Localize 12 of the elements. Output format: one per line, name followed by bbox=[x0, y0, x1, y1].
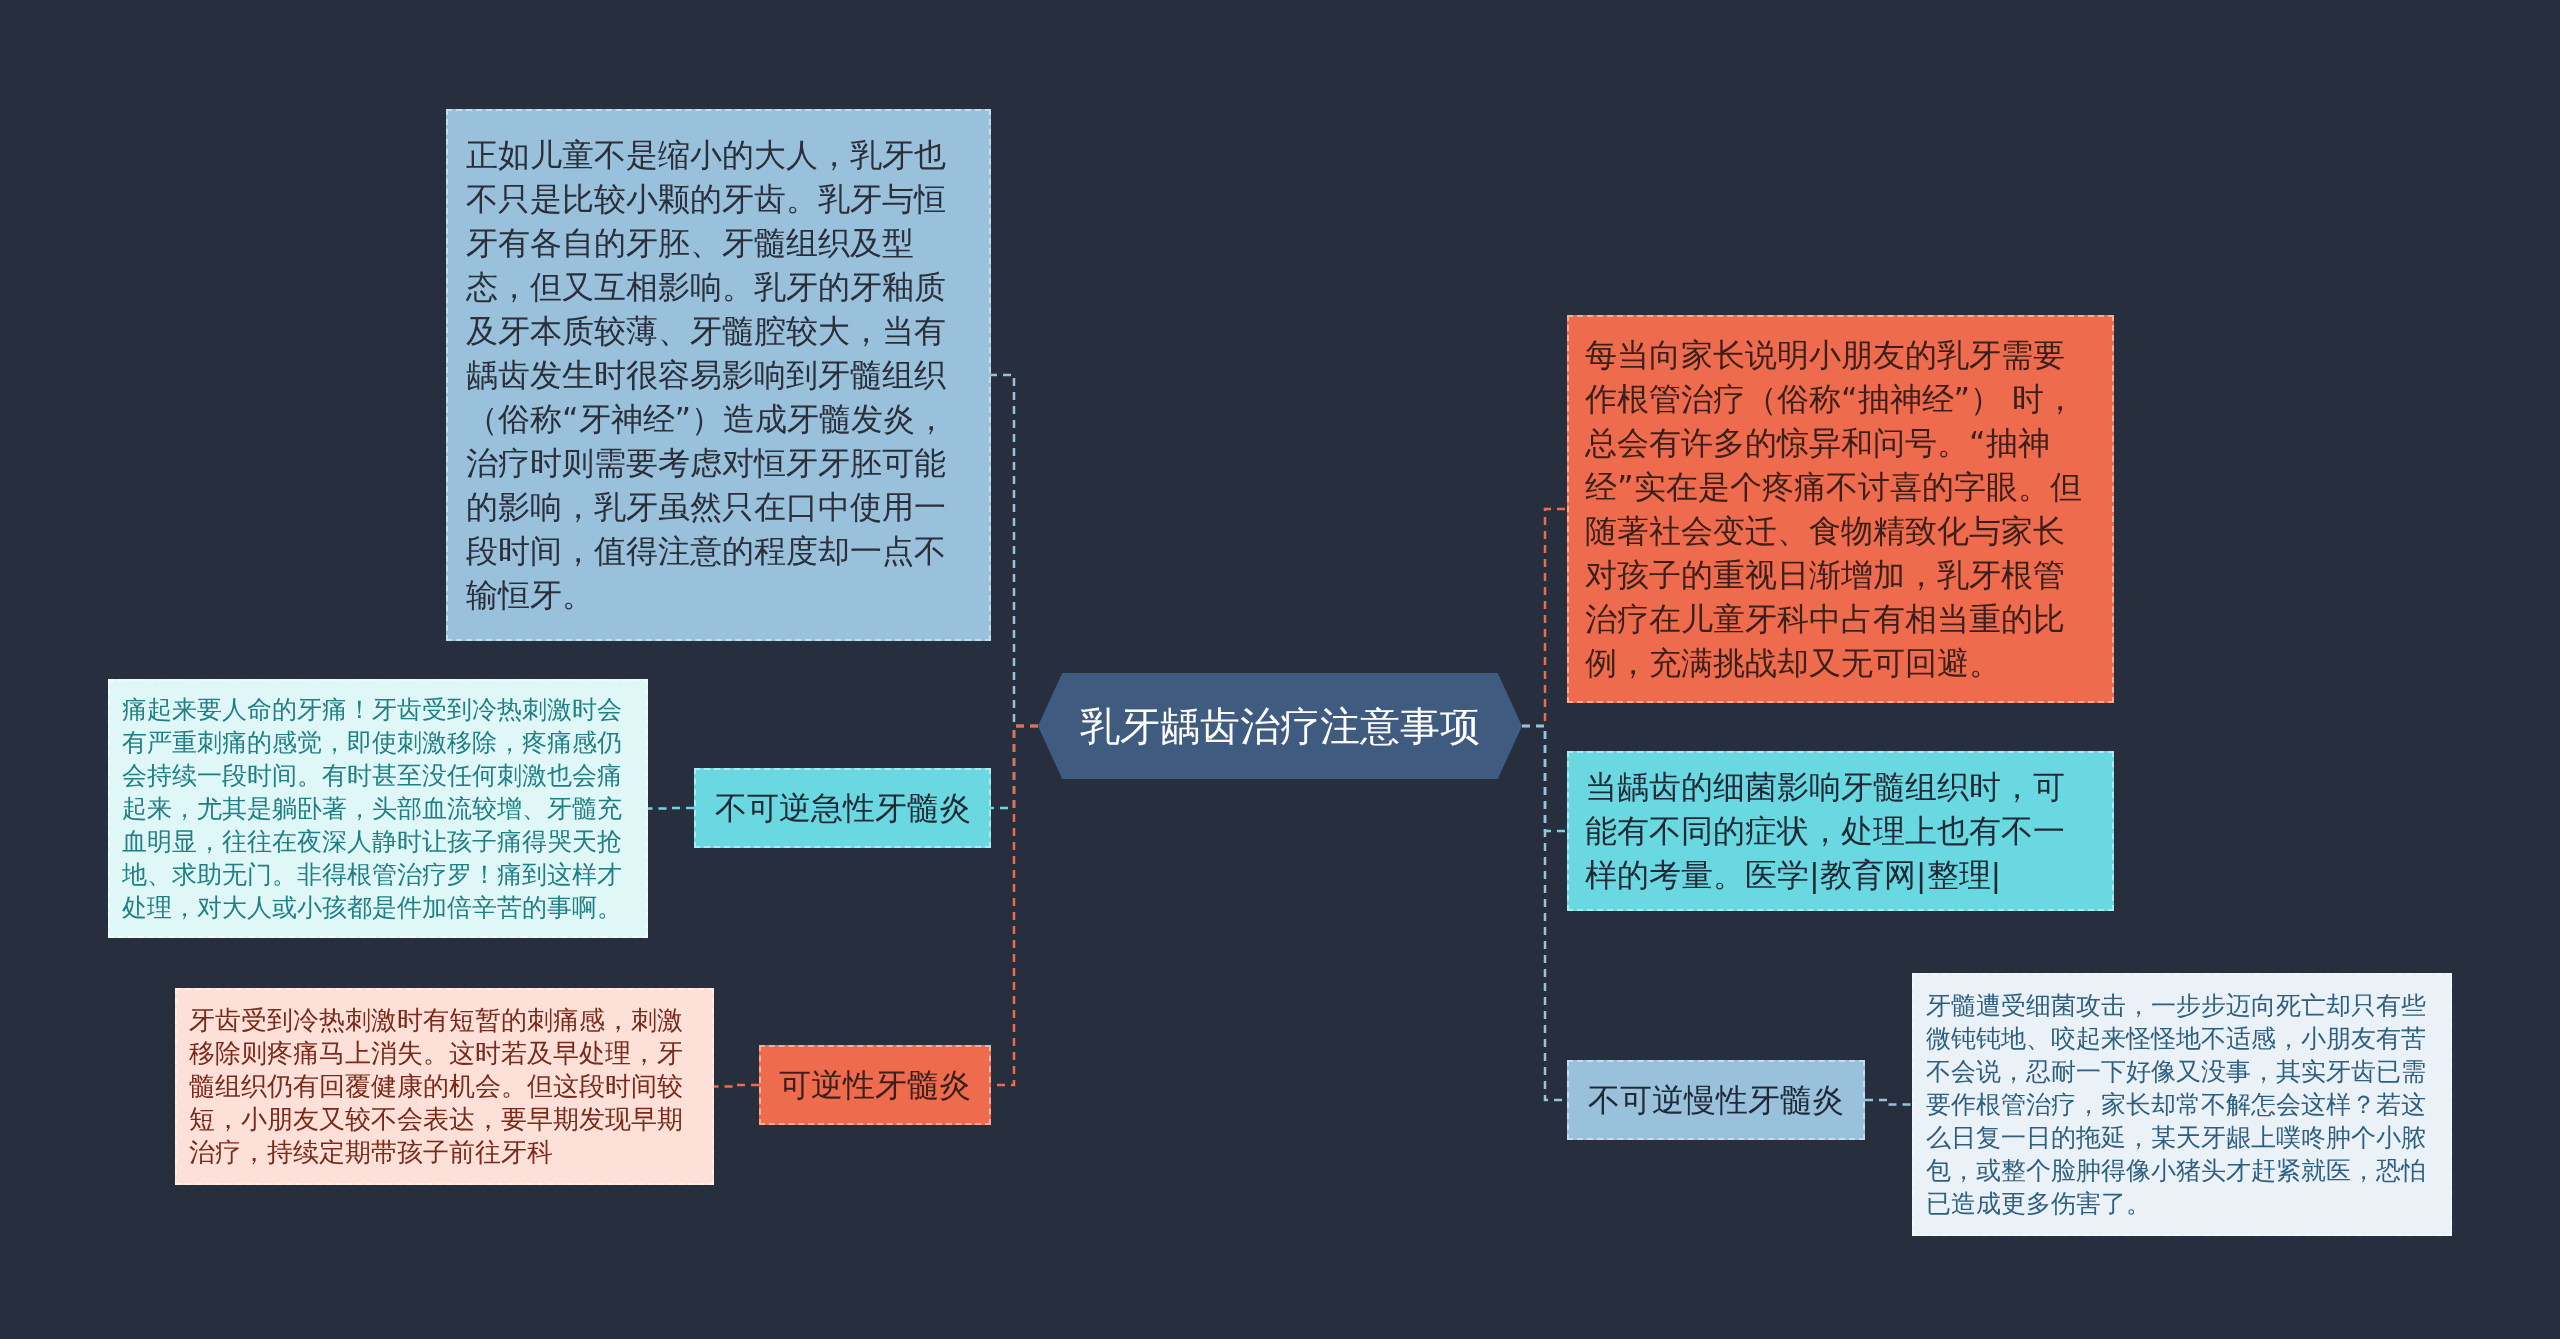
note-box: 当龋齿的细菌影响牙髓组织时，可能有不同的症状，处理上也有不一样的考量。医学|教育网|整理| bbox=[1567, 751, 2114, 911]
note-box: 每当向家长说明小朋友的乳牙需要作根管治疗（俗称“抽神经”） 时，总会有许多的惊异和问号。“抽神经”实在是个疼痛不讨喜的字眼。但随著社会变迁、食物精致化与家长对孩子的重视日渐增加，乳牙根管治疗在儿童牙科中占有相当重的比例，充满挑战却又无可回避。 bbox=[1567, 315, 2114, 703]
connector-line bbox=[714, 1083, 759, 1088]
note-box: 牙髓遭受细菌攻击，一步步迈向死亡却只有些微钝钝地、咬起来怪怪地不适感，小朋友有苦不会说，忍耐一下好像又没事，其实牙齿已需要作根管治疗，家长却常不解怎会这样？若这么日复一日的拖延，某天牙龈上噗咚肿个小脓包，或整个脸肿得像小猪头才赶紧就医，恐怕已造成更多伤害了。 bbox=[1912, 973, 2452, 1236]
connector-line bbox=[648, 806, 694, 810]
note-box: 牙齿受到冷热刺激时有短暂的刺痛感，刺激移除则疼痛马上消失。这时若及早处理，牙髓组织仍有回覆健康的机会。但这段时间较短，小朋友又较不会表达，要早期发现早期治疗，持续定期带孩子前往牙科 bbox=[175, 988, 714, 1185]
branch-box: 可逆性牙髓炎 bbox=[759, 1045, 991, 1125]
connector-line bbox=[1865, 1098, 1912, 1106]
note-box: 痛起来要人命的牙痛！牙齿受到冷热刺激时会有严重刺痛的感觉，即使刺激移除，疼痛感仍会持续一段时间。有时甚至没任何刺激也会痛起来，尤其是躺卧著，头部血流较增、牙髓充血明显，往往在夜深人静时让孩子痛得哭天抢地、求助无门。非得根管治疗罗！痛到这样才处理，对大人或小孩都是件加倍辛苦的事啊。 bbox=[108, 679, 648, 938]
branch-box: 不可逆慢性牙髓炎 bbox=[1567, 1060, 1865, 1140]
note-box: 正如儿童不是缩小的大人，乳牙也不只是比较小颗的牙齿。乳牙与恒牙有各自的牙胚、牙髓组织及型态，但又互相影响。乳牙的牙釉质及牙本质较薄、牙髓腔较大，当有龋齿发生时很容易影响到牙髓组织（俗称“牙神经”）造成牙髓发炎，治疗时则需要考虑对恒牙牙胚可能的影响，乳牙虽然只在口中使用一段时间，值得注意的程度却一点不输恒牙。 bbox=[446, 109, 991, 641]
branch-box: 不可逆急性牙髓炎 bbox=[694, 768, 991, 848]
